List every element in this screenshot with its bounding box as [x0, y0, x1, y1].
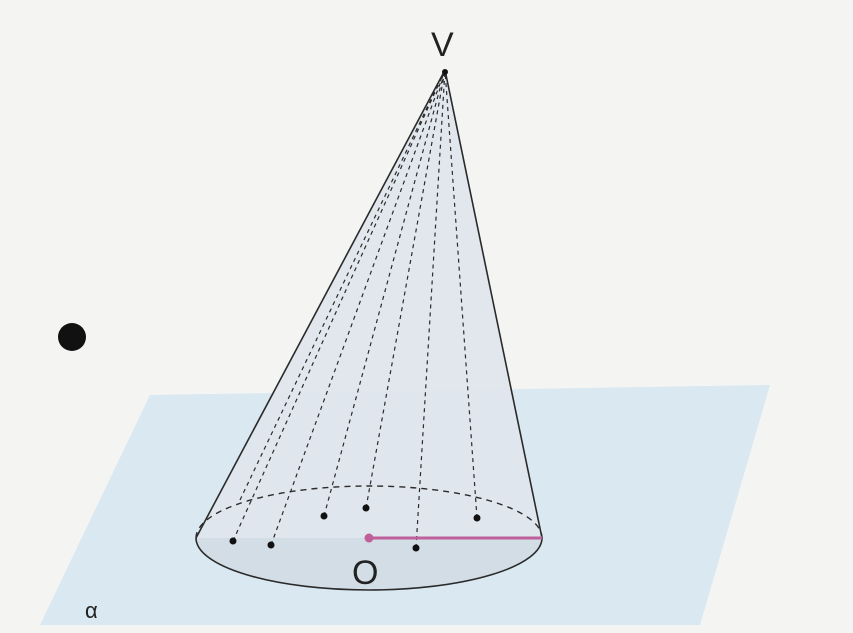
- center-label: O: [352, 554, 378, 592]
- base-point-6: [473, 514, 481, 522]
- center-point-o: [364, 533, 374, 543]
- cone-lateral-surface: [196, 70, 542, 590]
- segment-3: [323, 69, 446, 517]
- base-point-4: [362, 504, 370, 512]
- cone-base-back-dashed: [195, 485, 543, 539]
- segment-6: [444, 69, 478, 519]
- base-point-3: [320, 512, 328, 520]
- cone-left-edge: [195, 69, 446, 539]
- segment-1: [232, 69, 446, 542]
- cone-base-front: [195, 537, 543, 591]
- base-point-2: [267, 541, 275, 549]
- generatrix-segments: [232, 69, 478, 549]
- plane-label: α: [85, 598, 98, 623]
- vertex-label: V: [431, 26, 454, 64]
- base-point-1: [229, 537, 237, 545]
- base-point-5: [412, 544, 420, 552]
- base-points: [229, 504, 481, 552]
- segment-4: [365, 69, 446, 509]
- vertex-point: [442, 69, 448, 75]
- external-point: [58, 323, 86, 351]
- cone-right-edge: [444, 69, 543, 539]
